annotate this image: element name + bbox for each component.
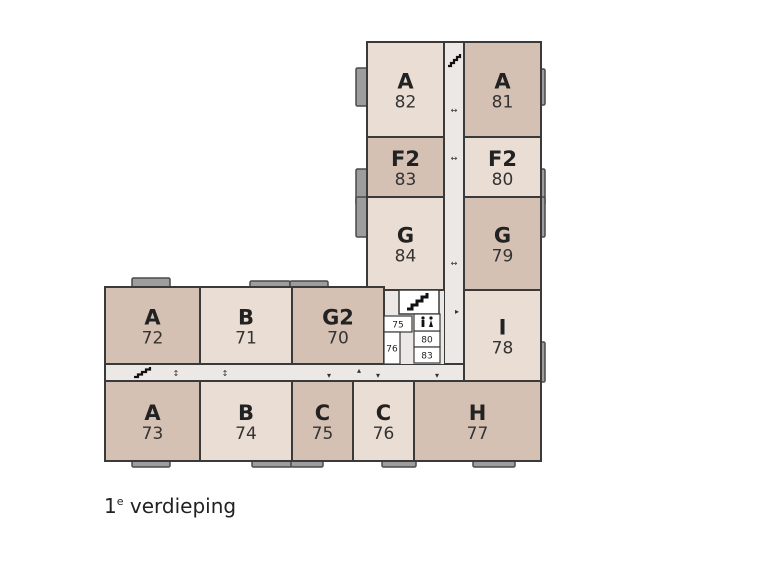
unit-79: G79 [463, 196, 542, 291]
arrow-icon: ↔ [451, 154, 458, 163]
unit-type-label: G [494, 224, 511, 248]
unit-box [199, 286, 293, 365]
unit-71: B71 [199, 286, 293, 365]
unit-number-label: 76 [373, 424, 395, 444]
unit-type-label: A [144, 306, 161, 330]
unit-73: A73 [104, 380, 201, 462]
unit-box [104, 286, 201, 365]
unit-number-label: 73 [142, 424, 164, 444]
unit-type-label: F2 [488, 147, 517, 171]
unit-box [366, 136, 445, 198]
storage-box-label: 83 [421, 352, 432, 362]
stairs-icon-top [448, 54, 462, 68]
unit-82: A82 [366, 41, 445, 138]
storage-box-label: 75 [392, 321, 403, 331]
unit-type-label: G [397, 224, 414, 248]
unit-type-label: F2 [391, 147, 420, 171]
arrow-icon: ↔ [451, 259, 458, 268]
toilet-icon-body-left [421, 320, 425, 327]
unit-number-label: 77 [467, 424, 489, 444]
toilet-icon-head-right [429, 316, 433, 320]
arrow-icon: ↕ [173, 369, 180, 378]
unit-75: C75 [291, 380, 354, 462]
unit-box [463, 196, 542, 291]
stairs-icon-corridor [134, 367, 152, 379]
floor-label: 1e verdieping [104, 494, 236, 518]
arrow-icon: ▾ [435, 371, 439, 380]
unit-type-label: B [238, 306, 254, 330]
floor-number: 1 [104, 494, 117, 518]
unit-box [463, 41, 542, 138]
unit-number-label: 70 [327, 329, 349, 349]
unit-number-label: 82 [395, 93, 417, 113]
arrow-icon: ▴ [357, 366, 361, 375]
toilet-icon-body-right [429, 320, 433, 327]
unit-box [291, 286, 385, 365]
corridor-vertical [443, 41, 465, 382]
arrow-icon: ▾ [327, 371, 331, 380]
unit-78: I78 [463, 289, 542, 382]
unit-number-label: 74 [235, 424, 257, 444]
unit-box [352, 380, 415, 462]
unit-number-label: 78 [492, 339, 514, 359]
corridor-horizontal [104, 363, 465, 382]
arrow-icon: ↔ [451, 106, 458, 115]
storage-box-label: 76 [386, 345, 398, 355]
unit-72: A72 [104, 286, 201, 365]
unit-type-label: A [494, 70, 511, 94]
storage-box-label: 80 [421, 336, 433, 346]
unit-box [413, 380, 542, 462]
floor-text: verdieping [123, 494, 237, 518]
arrow-icon: ▸ [455, 307, 459, 316]
unit-type-label: C [376, 401, 391, 425]
unit-box [463, 289, 542, 382]
unit-type-label: B [238, 401, 254, 425]
storage-box [413, 346, 441, 364]
floor-superscript: e [116, 495, 124, 508]
unit-76: C76 [352, 380, 415, 462]
unit-type-label: H [469, 401, 487, 425]
unit-number-label: 84 [395, 247, 417, 267]
arrow-icon: ↕ [222, 369, 229, 378]
unit-number-label: 72 [142, 329, 164, 349]
unit-74: B74 [199, 380, 293, 462]
unit-number-label: 81 [492, 93, 514, 113]
unit-type-label: C [315, 401, 330, 425]
unit-number-label: 75 [312, 424, 334, 444]
unit-81: A81 [463, 41, 542, 138]
unit-box [366, 196, 445, 291]
unit-type-label: I [499, 316, 507, 340]
unit-number-label: 83 [395, 170, 417, 190]
unit-77: H77 [413, 380, 542, 462]
unit-box [463, 136, 542, 198]
toilet-icon [421, 316, 433, 327]
toilet-box [413, 313, 441, 332]
toilet-icon-head-left [421, 316, 425, 320]
unit-type-label: A [144, 401, 161, 425]
unit-type-label: A [397, 70, 414, 94]
unit-number-label: 80 [492, 170, 514, 190]
stairs-icon [407, 293, 429, 311]
arrow-icon: ▾ [376, 371, 380, 380]
unit-number-label: 71 [235, 329, 257, 349]
unit-box [291, 380, 354, 462]
unit-84: G84 [366, 196, 445, 291]
unit-type-label: G2 [322, 306, 354, 330]
unit-number-label: 79 [492, 247, 514, 267]
unit-box [199, 380, 293, 462]
storage-box [383, 331, 401, 365]
